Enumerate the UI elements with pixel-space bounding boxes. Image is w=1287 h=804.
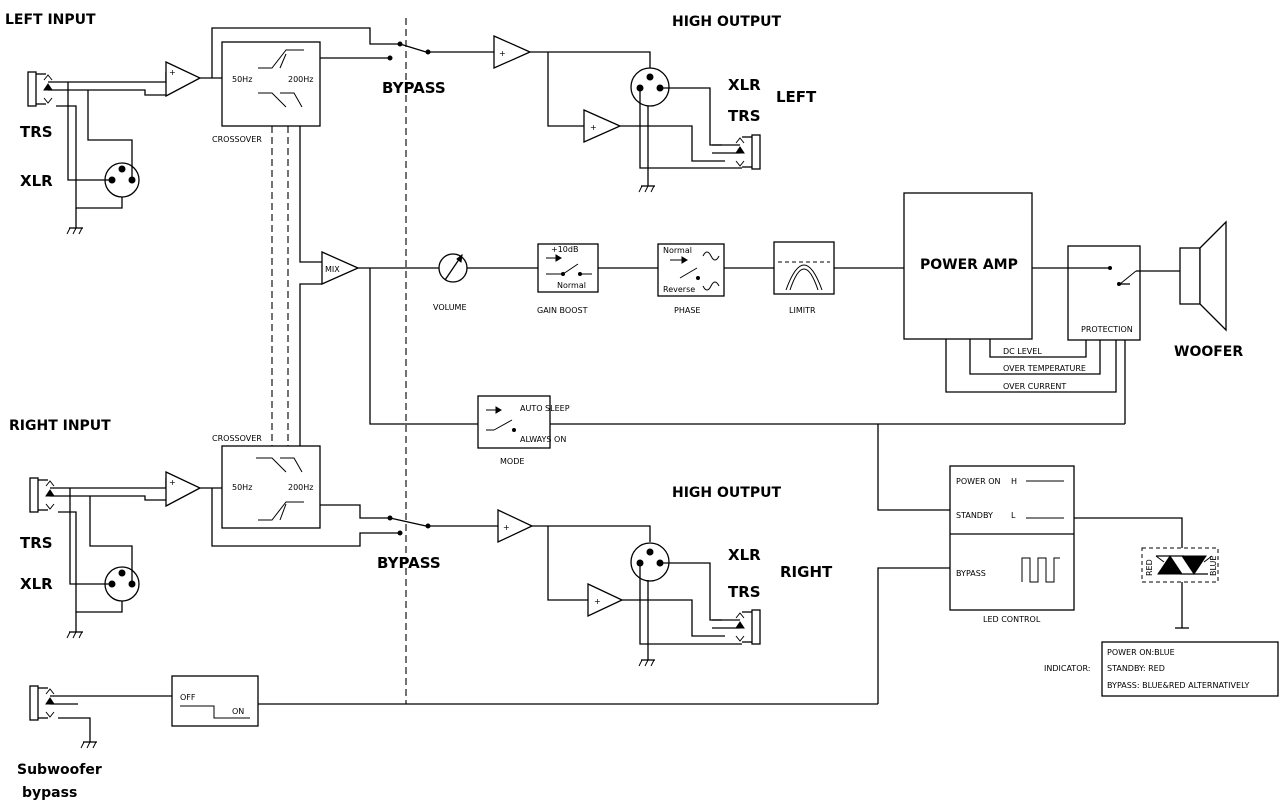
left-crossover-label: CROSSOVER: [212, 135, 262, 144]
svg-text:H: H: [1011, 477, 1017, 486]
svg-text:STANDBY: STANDBY: [956, 511, 993, 520]
svg-text:POWER AMP: POWER AMP: [920, 257, 1018, 273]
svg-text:LED CONTROL: LED CONTROL: [983, 615, 1041, 624]
svg-text:BLUE: BLUE: [1209, 556, 1218, 576]
svg-text:MODE: MODE: [500, 457, 524, 466]
svg-text:WOOFER: WOOFER: [1174, 344, 1243, 360]
right-crossover-freq-high: 200Hz: [288, 483, 313, 492]
svg-text:MIX: MIX: [325, 265, 340, 274]
svg-text:+10dB: +10dB: [551, 245, 578, 254]
right-out-trs-label: TRS: [728, 583, 761, 601]
sub-bypass-jack: [29, 685, 79, 721]
svg-text:OFF: OFF: [180, 693, 196, 702]
mode-block: AUTO SLEEP ALWAYS ON MODE: [477, 395, 570, 466]
svg-text:+: +: [499, 49, 506, 58]
svg-text:LIMITR: LIMITR: [789, 306, 816, 315]
right-out-xlr-label: XLR: [728, 546, 761, 564]
left-out-xlr-label: XLR: [728, 76, 761, 94]
svg-text:BYPASS: BYPASS: [956, 569, 986, 578]
right-channel-label: RIGHT: [780, 563, 833, 581]
svg-text:+: +: [503, 523, 510, 532]
mix-amp: MIX: [321, 250, 360, 286]
svg-text:OVER CURRENT: OVER CURRENT: [1003, 382, 1066, 391]
right-crossover-freq-low: 50Hz: [232, 483, 252, 492]
volume-knob: VOLUME: [433, 253, 468, 312]
right-high-output-title: HIGH OUTPUT: [672, 485, 781, 501]
svg-text:ALWAYS ON: ALWAYS ON: [520, 435, 566, 444]
left-input-opamp: +: [165, 60, 202, 98]
left-xlr-label: XLR: [20, 172, 53, 190]
svg-text:PHASE: PHASE: [674, 306, 700, 315]
left-crossover-freq-low: 50Hz: [232, 75, 252, 84]
left-xlr-connector: [104, 162, 140, 198]
right-bypass-switch: BYPASS: [377, 515, 441, 572]
left-crossover-freq-high: 200Hz: [288, 75, 313, 84]
led-control-block: POWER ON H STANDBY L BYPASS LED CONTROL: [949, 465, 1075, 624]
right-trs-label: TRS: [20, 534, 53, 552]
svg-text:GAIN BOOST: GAIN BOOST: [537, 306, 588, 315]
svg-text:INDICATOR:: INDICATOR:: [1044, 664, 1091, 673]
svg-text:+: +: [169, 478, 176, 487]
svg-text:POWER ON: POWER ON: [956, 477, 1000, 486]
svg-text:+: +: [590, 123, 597, 132]
protection-feedback: DC LEVEL OVER TEMPERATURE OVER CURRENT: [945, 339, 1117, 393]
left-bypass-label: BYPASS: [382, 79, 446, 97]
svg-text:Subwoofer: Subwoofer: [17, 762, 102, 778]
indicator-legend: INDICATOR: POWER ON:BLUE STANDBY: RED BY…: [1044, 641, 1279, 697]
svg-text:BYPASS: BLUE&RED ALTERNATIVELY: BYPASS: BLUE&RED ALTERNATIVELY: [1107, 681, 1249, 690]
svg-text:POWER ON:BLUE: POWER ON:BLUE: [1107, 648, 1175, 657]
svg-text:bypass: bypass: [22, 785, 77, 801]
right-input-section: RIGHT INPUT TRS XLR +: [9, 418, 222, 639]
svg-text:Reverse: Reverse: [663, 285, 695, 294]
svg-text:VOLUME: VOLUME: [433, 303, 467, 312]
limiter-block: LIMITR: [773, 241, 835, 315]
left-high-output-title: HIGH OUTPUT: [672, 14, 781, 30]
left-input-section: LEFT INPUT TRS XLR +: [5, 12, 222, 235]
right-crossover-label: CROSSOVER: [212, 434, 262, 443]
phase-block: Normal Reverse PHASE: [657, 243, 725, 315]
subwoofer-bypass-section: OFF ON Subwoofer bypass: [17, 675, 878, 801]
left-crossover: 50Hz 200Hz CROSSOVER: [212, 41, 321, 144]
left-bypass-switch: BYPASS: [382, 41, 446, 97]
left-channel-label: LEFT: [776, 88, 817, 106]
woofer-speaker: WOOFER: [1174, 220, 1243, 360]
left-high-output: HIGH OUTPUT + + XLR TRS LEFT: [493, 14, 817, 193]
left-input-title: LEFT INPUT: [5, 12, 96, 28]
svg-text:ON: ON: [232, 707, 244, 716]
svg-text:Normal: Normal: [663, 246, 692, 255]
right-trs-jack: [29, 477, 79, 513]
right-high-output: HIGH OUTPUT + + XLR TRS RIGHT: [497, 485, 833, 667]
left-trs-label: TRS: [20, 123, 53, 141]
right-input-opamp: +: [165, 470, 202, 508]
led-indicator: RED BLUE: [1141, 547, 1219, 629]
svg-text:PROTECTION: PROTECTION: [1081, 325, 1133, 334]
svg-text:+: +: [594, 597, 601, 606]
power-amp-block: POWER AMP: [903, 192, 1033, 340]
svg-text:STANDBY: RED: STANDBY: RED: [1107, 664, 1165, 673]
right-xlr-label: XLR: [20, 575, 53, 593]
gain-boost-block: +10dB Normal GAIN BOOST: [537, 243, 599, 315]
svg-text:OVER TEMPERATURE: OVER TEMPERATURE: [1003, 364, 1086, 373]
svg-text:L: L: [1011, 511, 1016, 520]
left-out-trs-label: TRS: [728, 107, 761, 125]
svg-text:Normal: Normal: [557, 281, 586, 290]
svg-text:AUTO SLEEP: AUTO SLEEP: [520, 404, 570, 413]
right-bypass-label: BYPASS: [377, 554, 441, 572]
left-trs-jack: [27, 71, 77, 107]
crossover-link-lines: [271, 18, 407, 704]
protection-block: PROTECTION: [1067, 245, 1141, 341]
svg-text:+: +: [169, 68, 176, 77]
svg-text:DC LEVEL: DC LEVEL: [1003, 347, 1042, 356]
right-input-title: RIGHT INPUT: [9, 418, 111, 434]
svg-text:RED: RED: [1145, 559, 1154, 576]
right-crossover: 50Hz 200Hz CROSSOVER: [212, 434, 321, 529]
